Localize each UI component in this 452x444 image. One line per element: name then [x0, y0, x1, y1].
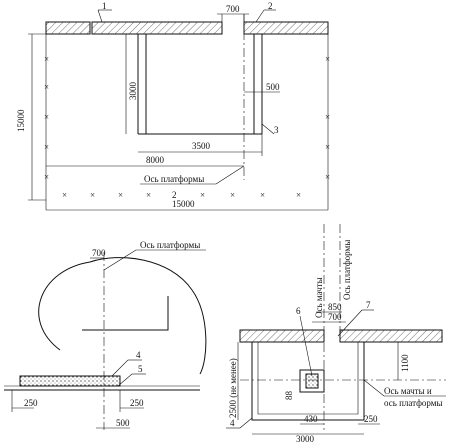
svg-text:×: ×	[44, 82, 49, 92]
svg-text:×: ×	[325, 112, 330, 122]
right-callout-4: 4	[230, 418, 235, 428]
svg-text:×: ×	[325, 54, 330, 64]
left-dim-250-right: 250	[130, 398, 144, 408]
svg-text:×: ×	[325, 172, 330, 182]
left-section: 700 Ось платформы 4 5 250 250 500	[4, 240, 207, 430]
slab-left	[45, 21, 91, 35]
right-dim-3000: 3000	[296, 434, 315, 444]
svg-text:2: 2	[172, 190, 177, 200]
left-platform-axis-label: Ось платформы	[140, 240, 200, 250]
right-mast-axis-label: Ось мачты	[314, 277, 324, 318]
right-dim-1100: 1100	[400, 354, 410, 372]
slab-right	[243, 21, 329, 35]
right-dim-700: 700	[328, 312, 342, 322]
right-callout-7: 7	[366, 300, 371, 310]
plan-dim-15000-vertical: 15000	[16, 109, 26, 132]
svg-text:×: ×	[44, 172, 49, 182]
svg-text:×: ×	[296, 190, 301, 200]
svg-text:×: ×	[260, 190, 265, 200]
svg-text:×: ×	[44, 142, 49, 152]
plan-dim-top-gap: 700	[226, 4, 240, 14]
left-dim-700: 700	[92, 248, 106, 258]
left-callout-5: 5	[138, 364, 143, 374]
plan-platform-axis-label: Ось платформы	[144, 174, 204, 184]
svg-text:×: ×	[200, 190, 205, 200]
left-callout-4: 4	[136, 350, 141, 360]
right-axis-combined-label-2: ось платформы	[384, 398, 443, 408]
plan-dim-15000-horizontal: 15000	[172, 199, 195, 209]
right-section: Ось мачты Ось платформы 850 700 6 7 88 1…	[226, 224, 446, 444]
right-slab-right	[339, 329, 443, 343]
left-concrete-slab	[19, 375, 121, 387]
plan-view: 700 1 2 ××× ×× ××× × ××× ××× ×× 2 300	[16, 1, 330, 211]
svg-text:×: ×	[44, 112, 49, 122]
plan-boundary-marks: × × × × × × × × × × × × × × × × × 2	[44, 34, 330, 210]
svg-text:×: ×	[118, 190, 123, 200]
slab-middle	[91, 21, 223, 35]
plan-dim-8000: 8000	[146, 155, 165, 165]
right-dim-850: 850	[328, 302, 342, 312]
right-dim-2500: 2500 (не менее)	[228, 358, 238, 418]
svg-text:×: ×	[62, 190, 67, 200]
plan-callout-3: 3	[274, 125, 279, 135]
svg-text:×: ×	[230, 190, 235, 200]
left-section-outline	[38, 257, 207, 375]
plan-dim-3000: 3000	[128, 82, 138, 101]
plan-dim-3500: 3500	[192, 141, 211, 151]
right-dim-250: 250	[364, 414, 378, 424]
right-slab-left	[239, 329, 325, 343]
plan-callout-2: 2	[268, 1, 273, 11]
svg-text:×: ×	[90, 190, 95, 200]
right-platform-axis-label: Ось платформы	[342, 240, 352, 300]
right-dim-88: 88	[284, 391, 294, 401]
svg-text:×: ×	[325, 142, 330, 152]
right-callout-6: 6	[296, 306, 301, 316]
plan-callout-1: 1	[102, 1, 107, 11]
left-dim-500: 500	[116, 418, 130, 428]
left-dim-250-left: 250	[24, 398, 38, 408]
right-mast-base	[299, 369, 325, 393]
plan-dim-500: 500	[266, 82, 280, 92]
right-dim-430: 430	[304, 414, 318, 424]
svg-text:×: ×	[146, 190, 151, 200]
svg-text:×: ×	[44, 54, 49, 64]
right-axis-combined-label-1: Ось мачты и	[384, 386, 432, 396]
